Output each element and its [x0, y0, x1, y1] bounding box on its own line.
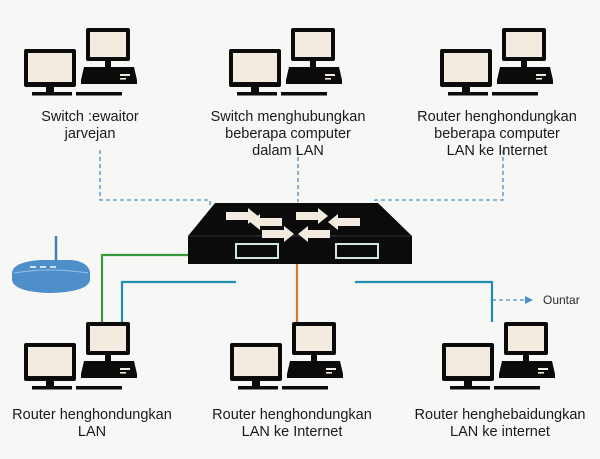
label-line: Switch menghubungkan: [210, 109, 366, 125]
label-line: jarvejan: [64, 126, 116, 142]
link-top-right: [374, 150, 504, 205]
label-line: dalam LAN: [252, 143, 324, 159]
link-teal-left: [120, 280, 236, 322]
desktop-computer-icon: [24, 322, 137, 390]
desktop-computer-icon: [230, 322, 343, 390]
label-line: Router henghebaidungkan: [414, 407, 586, 423]
label-line: LAN ke Internet: [241, 424, 343, 440]
label-line: LAN ke internet: [450, 424, 550, 440]
desktop-computer-icon: [229, 28, 342, 96]
node-label-bottom-left: Router henghondungkan LAN: [0, 407, 192, 441]
label-line: Router henghondungkan: [417, 109, 577, 125]
label-line: beberapa computer: [225, 126, 351, 142]
wireless-router-icon: [12, 236, 90, 293]
node-label-top-left: Switch :ewaitor jarvejan: [0, 109, 190, 143]
node-label-bottom-center: Router henghondungkan LAN ke Internet: [192, 407, 392, 441]
label-line: LAN ke Internet: [446, 143, 548, 159]
node-label-bottom-right: Router henghebaidungkan LAN ke internet: [400, 407, 600, 441]
link-top-left: [99, 150, 211, 205]
node-label-top-center: Switch menghubungkan beberapa computer d…: [188, 109, 388, 160]
link-green: [100, 253, 188, 322]
label-line: Router henghondungkan: [212, 407, 372, 423]
external-link-label: Ountar: [543, 293, 580, 307]
label-line: Switch :ewaitor: [41, 109, 139, 125]
label-line: LAN: [77, 424, 107, 440]
network-switch-icon: [188, 203, 412, 264]
arrow-right-icon: [525, 296, 533, 304]
link-teal-right: [355, 280, 494, 322]
desktop-computer-icon: [442, 322, 555, 390]
desktop-computer-icon: [440, 28, 553, 96]
node-label-top-right: Router henghondungkan beberapa computer …: [397, 109, 597, 160]
desktop-computer-icon: [24, 28, 137, 96]
label-line: Router henghondungkan: [12, 407, 172, 423]
label-line: beberapa computer: [434, 126, 560, 142]
